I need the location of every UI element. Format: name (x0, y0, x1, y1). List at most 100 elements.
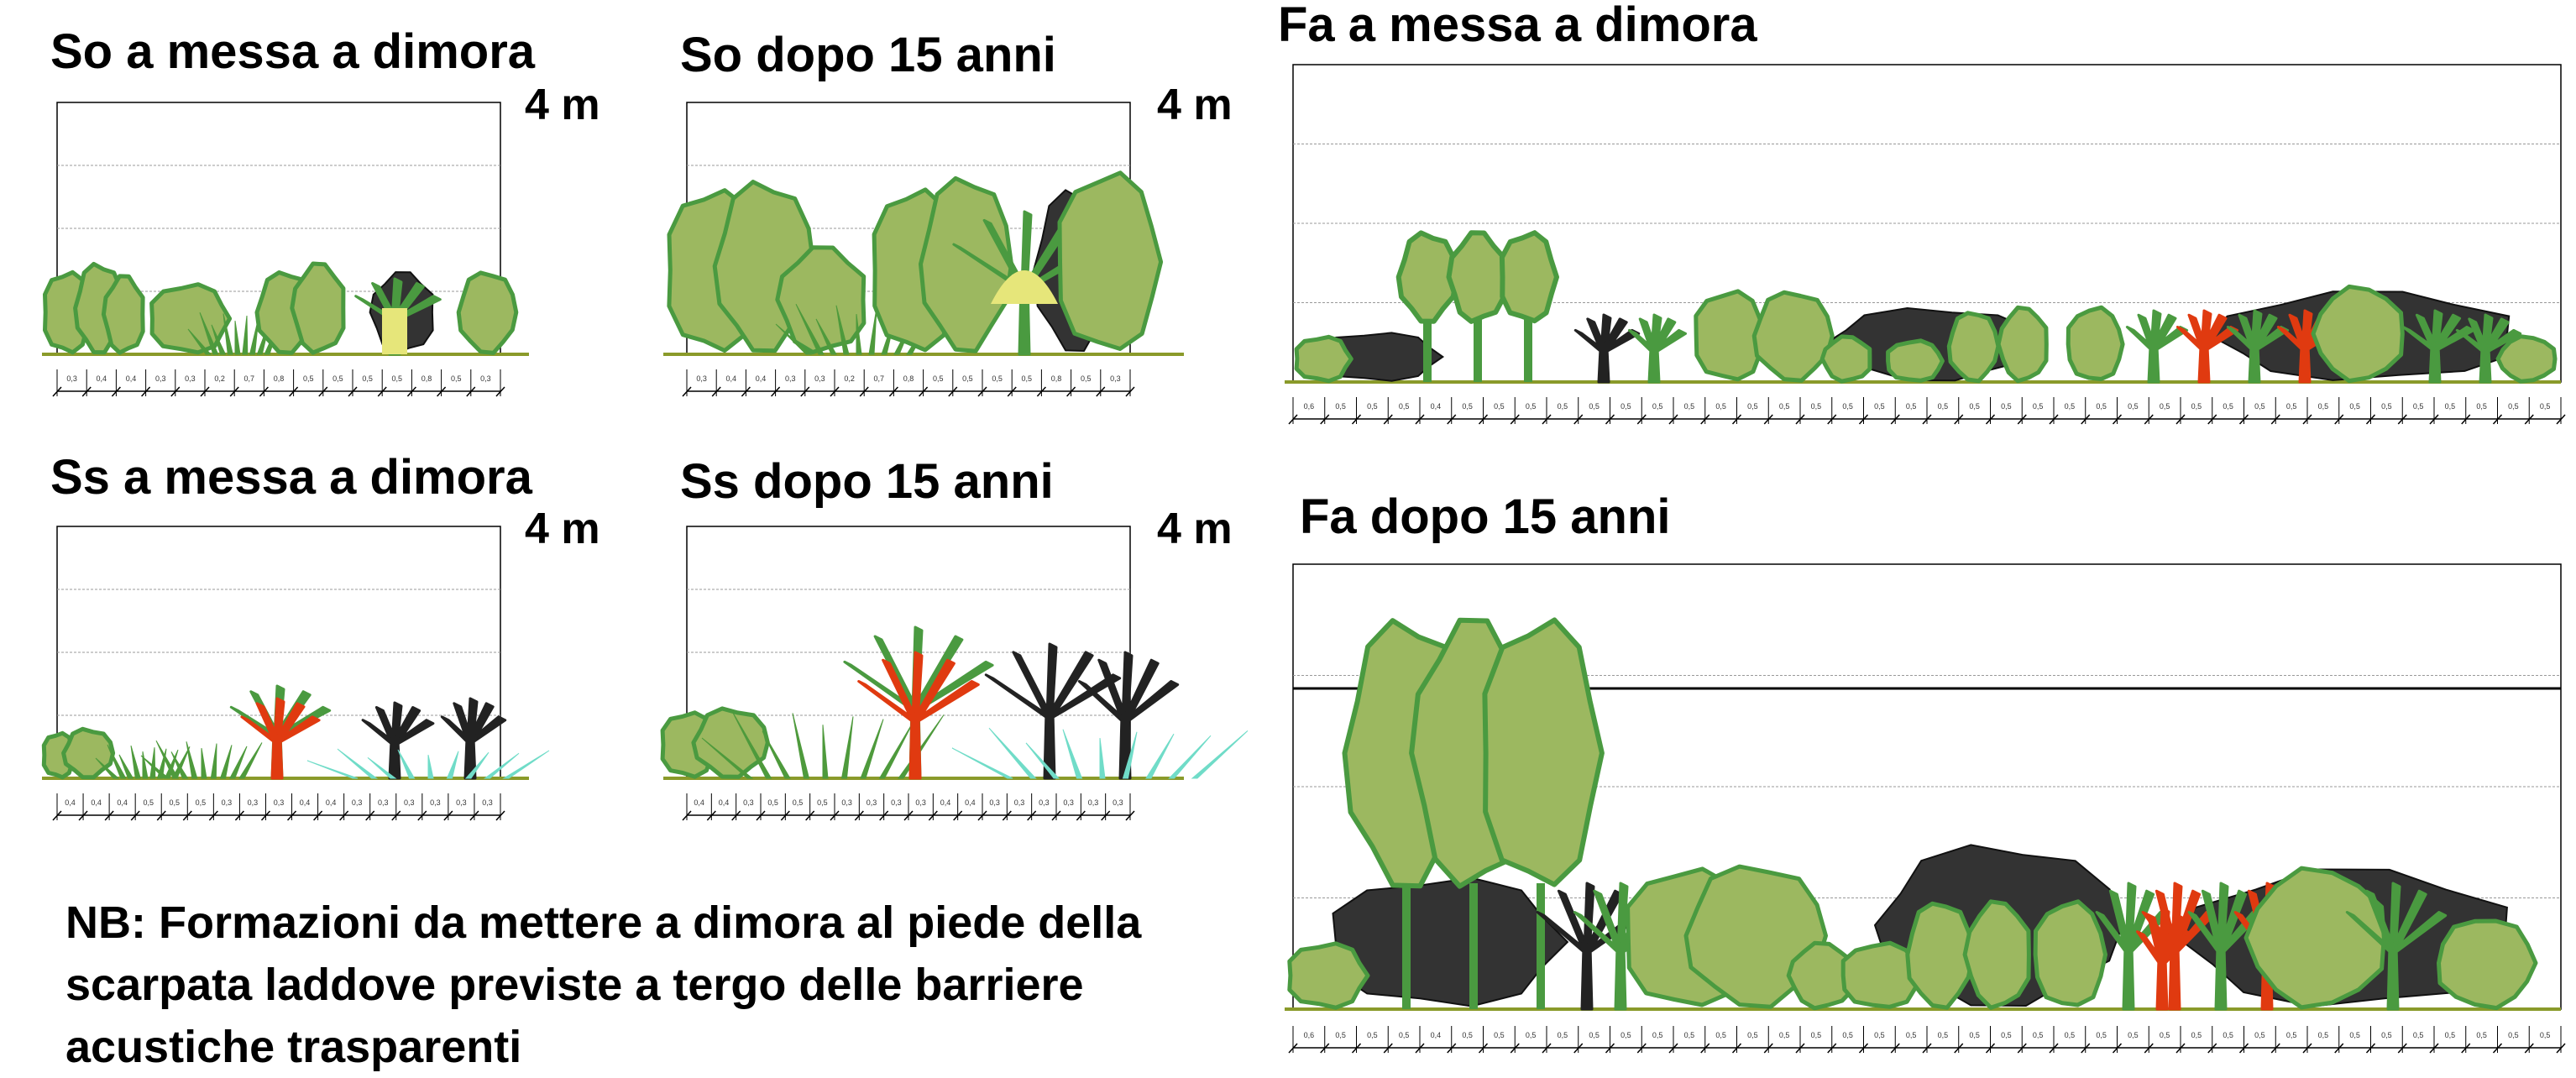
ruler-tick-mark (259, 386, 269, 397)
spacing-label: 0,6 (1304, 1031, 1315, 1039)
ruler-tick-mark (1051, 810, 1061, 821)
ruler-tick-mark (1605, 1043, 1615, 1054)
spacing-label: 0,5 (2254, 1031, 2265, 1039)
spacing-label: 0,5 (1715, 402, 1726, 411)
spacing-label: 0,5 (1022, 374, 1033, 383)
ruler-tick-mark (1573, 414, 1584, 425)
branchy-shrub (440, 697, 507, 780)
ruler-tick-mark (130, 810, 140, 821)
spacing-label: 0,5 (2096, 402, 2107, 411)
ruler-tick-mark (928, 810, 938, 821)
ruler-tick-mark (437, 386, 447, 397)
spacing-label: 0,3 (696, 374, 707, 383)
spacing-label: 0,3 (430, 798, 441, 807)
spacing-label: 0,5 (1335, 1031, 1346, 1039)
spacing-label: 0,5 (1652, 402, 1663, 411)
ruler-tick-mark (286, 810, 297, 821)
ss-15-years-title: Ss dopo 15 anni (680, 454, 1054, 509)
spacing-label: 0,5 (1620, 1031, 1631, 1039)
spacing-label: 0,8 (274, 374, 285, 383)
spacing-label: 0,3 (989, 798, 1000, 807)
ruler-tick-mark (756, 810, 766, 821)
spacing-label: 0,5 (1462, 1031, 1473, 1039)
ruler-tick-mark (2334, 1043, 2344, 1054)
ruler-tick-mark (805, 810, 815, 821)
spacing-label: 0,5 (793, 798, 804, 807)
ruler-tick-mark (1922, 1043, 1932, 1054)
ruler-tick-mark (2397, 414, 2407, 425)
spacing-label: 0,3 (785, 374, 796, 383)
branchy-shrub (2175, 309, 2239, 384)
spacing-label: 0,5 (1589, 1031, 1600, 1039)
ruler-tick-mark (1383, 1043, 1393, 1054)
shrub-shape (1840, 940, 1924, 1009)
spacing-label: 0,5 (1399, 402, 1410, 411)
spacing-label: 0,4 (940, 798, 951, 807)
ruler-tick-mark (2144, 414, 2154, 425)
spacing-label: 0,5 (362, 374, 373, 383)
ruler-tick-mark (289, 386, 299, 397)
spacing-label: 0,3 (66, 374, 77, 383)
branchy-shrub (2345, 882, 2448, 1011)
ruler-tick-mark (2365, 1043, 2376, 1054)
ruler-tick-mark (81, 386, 92, 397)
ruler-tick-mark (1668, 414, 1678, 425)
spacing-label: 0,5 (2128, 402, 2139, 411)
spacing-label: 0,5 (1969, 402, 1980, 411)
spacing-label: 0,5 (1335, 402, 1346, 411)
spacing-label: 0,5 (2254, 402, 2265, 411)
grass-tuft (140, 740, 263, 779)
ruler-tick-mark (229, 386, 239, 397)
shrub-shape (1294, 334, 1353, 384)
spacing-label: 0,3 (274, 798, 285, 807)
spacing-label: 0,8 (1051, 374, 1062, 383)
ruler-tick-mark (1668, 1043, 1678, 1054)
tree-crown (1499, 230, 1559, 324)
shrub-shape (1694, 289, 1768, 382)
shrub-shape (2033, 899, 2107, 1007)
spacing-label: 0,3 (1110, 374, 1121, 383)
spacing-label: 0,5 (1811, 402, 1822, 411)
ruler-tick-mark (2049, 1043, 2059, 1054)
vegetation (1287, 617, 2538, 1011)
shrub-shape (1057, 170, 1164, 351)
ruler-tick-mark (1795, 414, 1805, 425)
spacing-label: 0,8 (903, 374, 914, 383)
spacing-label: 0,4 (126, 374, 137, 383)
spacing-label: 0,5 (1747, 402, 1758, 411)
ruler-tick-mark (1731, 414, 1742, 425)
spacing-label: 0,2 (214, 374, 225, 383)
note-text: NB: Formazioni da mettere a dimora al pi… (65, 897, 1142, 1072)
ruler-tick-mark (1985, 1043, 1996, 1054)
ruler-tick-mark (1415, 1043, 1425, 1054)
spacing-label: 0,5 (1811, 1031, 1822, 1039)
yellow-shrub (991, 270, 1058, 304)
ruler-tick-mark (711, 386, 721, 397)
spacing-label: 0,5 (1842, 1031, 1853, 1039)
spacing-label: 0,5 (2508, 1031, 2519, 1039)
ruler-tick-mark (2556, 414, 2566, 425)
shrub-shape (2437, 918, 2538, 1011)
ruler-tick-mark (1890, 414, 1900, 425)
ruler-tick-mark (953, 810, 963, 821)
spacing-label: 0,8 (421, 374, 432, 383)
spacing-label: 0,5 (2033, 402, 2044, 411)
spacing-label: 0,5 (1462, 402, 1473, 411)
spacing-label: 0,3 (185, 374, 196, 383)
spacing-label: 0,4 (97, 374, 107, 383)
branchy-shrub (2125, 309, 2189, 384)
branchy-shrub (2401, 309, 2475, 384)
fa-planting-title: Fa a messa a dimora (1278, 0, 1757, 52)
spacing-label: 0,5 (767, 798, 778, 807)
spacing-label: 0,5 (1652, 1031, 1663, 1039)
ruler-tick-mark (2492, 414, 2503, 425)
tree-trunk (1474, 315, 1482, 382)
spacing-label: 0,5 (2191, 1031, 2202, 1039)
ruler-tick-mark (260, 810, 271, 821)
spacing-label: 0,5 (2540, 1031, 2551, 1039)
spacing-label: 0,4 (719, 798, 730, 807)
spacing-label: 0,3 (915, 798, 926, 807)
shrub-shape (1962, 899, 2031, 1010)
